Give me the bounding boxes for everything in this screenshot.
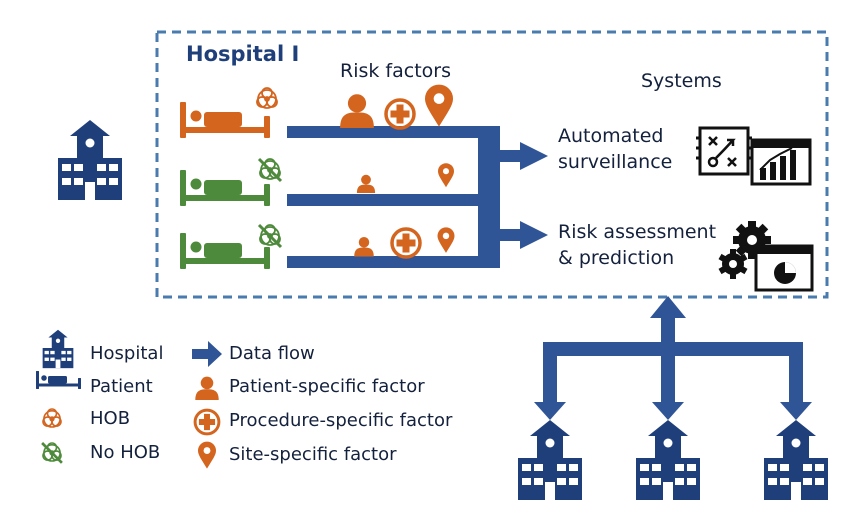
surveillance-board-icon xyxy=(696,126,812,186)
patient-bed-icon xyxy=(180,233,270,269)
no-hob-icon xyxy=(257,223,283,249)
legend-data-flow-label: Data flow xyxy=(229,343,315,364)
hospital-icon xyxy=(636,420,700,500)
hospital-icon xyxy=(764,420,828,500)
patient-factor-icon xyxy=(354,237,374,257)
patient-factor-icon xyxy=(356,174,376,193)
site-factor-icon xyxy=(425,84,453,127)
procedure-factor-icon xyxy=(390,227,422,259)
legend-no-hob-icon xyxy=(41,442,63,464)
legend-patient-label: Patient xyxy=(90,376,153,397)
legend-procedure-factor-icon xyxy=(193,408,221,436)
legend-patient-factor-label: Patient-specific factor xyxy=(229,376,425,397)
hospital-title: Hospital I xyxy=(186,42,300,66)
legend-hospital-icon xyxy=(42,329,74,369)
legend-site-factor-label: Site-specific factor xyxy=(229,444,397,465)
procedure-factor-icon xyxy=(384,98,416,130)
legend-procedure-factor-label: Procedure-specific factor xyxy=(229,410,453,431)
system-surveillance-label: Automated surveillance xyxy=(558,125,673,173)
gears-dashboard-icon xyxy=(718,221,814,292)
legend-patient-icon xyxy=(36,371,81,389)
hospital-main-icon xyxy=(58,120,122,200)
hospital-boundary xyxy=(155,30,829,299)
patient-factor-icon xyxy=(340,94,374,128)
legend-site-factor-icon xyxy=(198,441,216,469)
legend-no-hob-label: No HOB xyxy=(90,442,161,463)
patient-bed-icon xyxy=(180,102,270,138)
site-factor-icon xyxy=(437,227,455,253)
outbound-data-flow xyxy=(534,296,812,420)
no-hob-icon xyxy=(257,157,283,183)
legend-hospital-label: Hospital xyxy=(90,343,164,364)
risk-factors-header: Risk factors xyxy=(340,60,451,82)
patient-bed-icon xyxy=(180,170,270,206)
legend-hob-label: HOB xyxy=(90,408,131,429)
systems-header: Systems xyxy=(641,70,722,92)
site-factor-icon xyxy=(438,163,454,188)
system-risk-assessment-label: Risk assessment & prediction xyxy=(558,221,717,269)
legend-data-flow-icon xyxy=(192,341,222,367)
hob-icon xyxy=(256,87,278,109)
hospital-icon xyxy=(518,420,582,500)
legend-patient-factor-icon xyxy=(195,376,219,400)
legend-hob-icon xyxy=(42,408,62,428)
data-flow-pipes xyxy=(287,126,548,268)
